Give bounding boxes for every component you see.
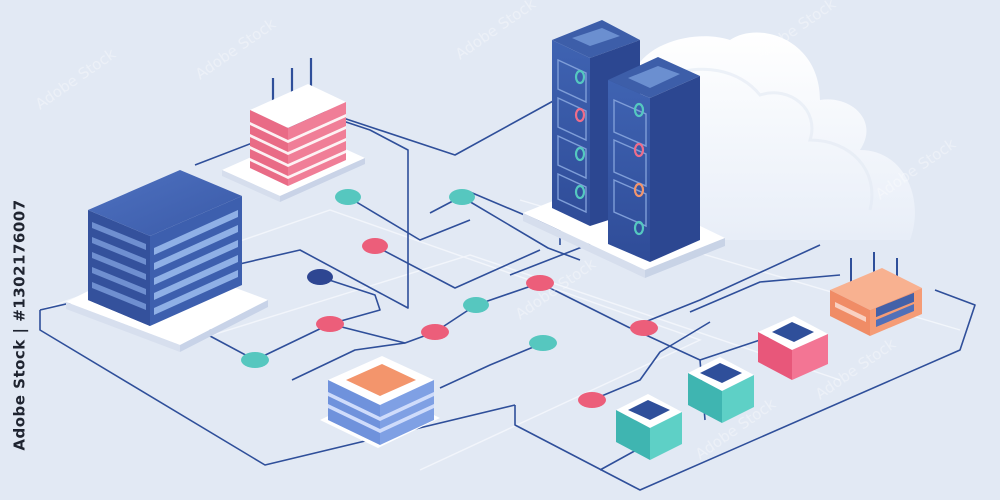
pink-cube bbox=[758, 316, 828, 380]
router-icon bbox=[830, 252, 922, 336]
stock-image-id: Adobe Stock | #1302176007 bbox=[11, 199, 30, 451]
svg-text:Adobe Stock: Adobe Stock bbox=[452, 0, 539, 63]
svg-text:Adobe Stock: Adobe Stock bbox=[192, 15, 279, 84]
network-node-icon bbox=[241, 189, 658, 408]
teal-cube-1 bbox=[616, 394, 682, 460]
server-rack-icon bbox=[523, 20, 725, 278]
office-building-icon bbox=[66, 170, 268, 352]
cloud-icon bbox=[635, 32, 915, 240]
database-stack-icon bbox=[320, 356, 440, 448]
teal-cube-2 bbox=[688, 357, 754, 423]
stacked-server-icon bbox=[222, 58, 365, 202]
svg-text:Adobe Stock: Adobe Stock bbox=[32, 45, 119, 114]
